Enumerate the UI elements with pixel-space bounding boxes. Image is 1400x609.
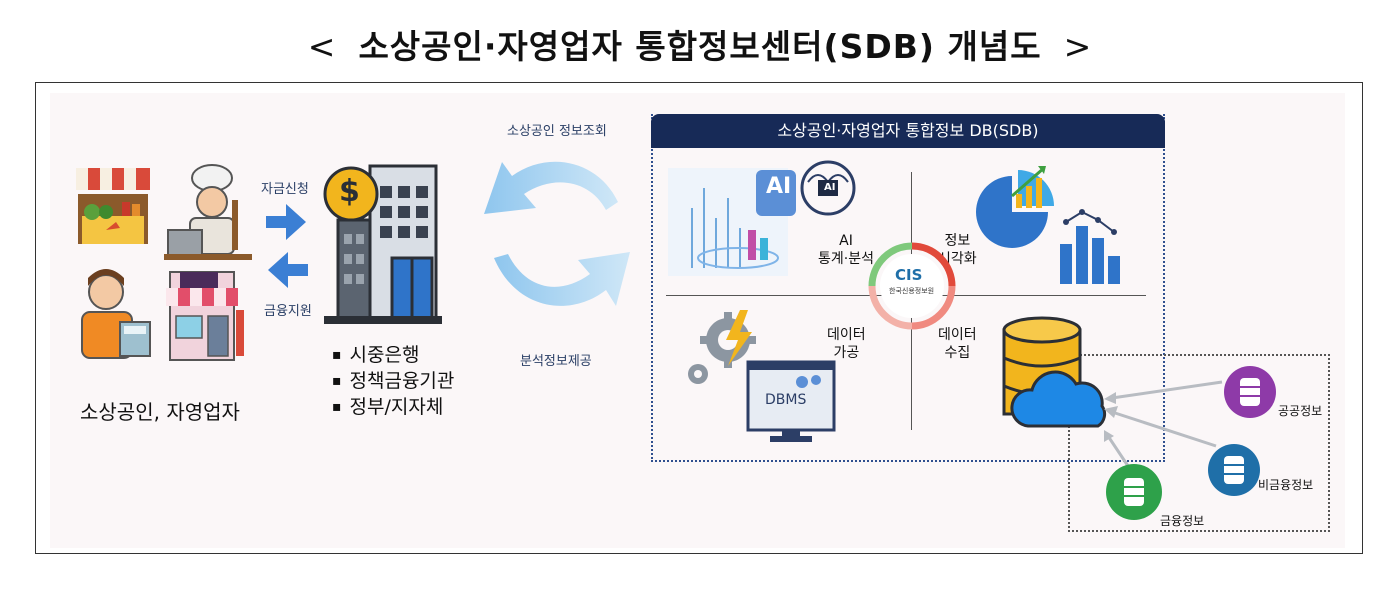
gear-icon bbox=[688, 312, 756, 384]
ai-chip-icon: AI bbox=[824, 182, 836, 193]
dollar-sign-icon: $ bbox=[339, 174, 360, 209]
merchants-illustration bbox=[76, 164, 252, 361]
sdb-container bbox=[651, 114, 1165, 462]
nonfinancial-info-db-icon bbox=[1208, 444, 1260, 496]
info-query-label: 소상공인 정보조회 bbox=[507, 124, 607, 139]
institution-list: 시중은행 정책금융기관 정부/지자체 bbox=[332, 342, 455, 420]
provide-arrow-icon bbox=[494, 252, 630, 306]
market-stall-icon bbox=[76, 168, 150, 244]
cis-logo-text: CIS bbox=[895, 266, 923, 284]
query-arrow-icon bbox=[484, 161, 618, 214]
source-label-nonfinancial: 비금융정보 bbox=[1258, 478, 1314, 492]
analysis-provide-label: 분석정보제공 bbox=[520, 354, 592, 369]
visualization-charts-icon bbox=[976, 166, 1120, 284]
ai-badge: AI bbox=[766, 174, 792, 199]
public-info-db-icon bbox=[1224, 366, 1276, 418]
list-item: 정부/지자체 bbox=[332, 394, 454, 420]
cis-cycle-logo bbox=[868, 242, 956, 330]
financial-info-db-icon bbox=[1106, 464, 1162, 520]
ai-analytics-illustration bbox=[668, 160, 856, 276]
list-item: 시중은행 bbox=[332, 342, 454, 368]
chef-icon bbox=[164, 164, 252, 260]
merchants-caption: 소상공인, 자영업자 bbox=[80, 400, 240, 424]
source-label-financial: 금융정보 bbox=[1160, 514, 1205, 528]
page-title: <소상공인·자영업자 통합정보센터(SDB) 개념도> bbox=[307, 27, 1093, 66]
support-label: 금융지원 bbox=[264, 304, 312, 319]
bank-building-icon bbox=[323, 164, 442, 324]
source-label-public: 공공정보 bbox=[1278, 404, 1323, 418]
request-label: 자금신청 bbox=[261, 182, 309, 197]
list-item: 정책금융기관 bbox=[332, 368, 455, 394]
cis-org-name: 한국신용정보원 bbox=[889, 287, 935, 295]
cycle-arrows bbox=[484, 161, 630, 306]
arrow-left-icon bbox=[268, 252, 308, 288]
cashier-icon bbox=[81, 269, 151, 359]
data-sources-container bbox=[1068, 354, 1330, 532]
arrow-right-icon bbox=[266, 204, 306, 240]
source-arrows bbox=[1104, 380, 1223, 467]
lightning-icon bbox=[726, 310, 752, 366]
shop-icon bbox=[166, 271, 244, 361]
sdb-title: 소상공인·자영업자 통합정보 DB(SDB) bbox=[651, 114, 1165, 148]
dbms-illustration bbox=[688, 310, 836, 442]
exchange-arrows bbox=[266, 204, 308, 288]
database-cloud-icon bbox=[1002, 316, 1107, 428]
dbms-label: DBMS bbox=[765, 392, 807, 408]
